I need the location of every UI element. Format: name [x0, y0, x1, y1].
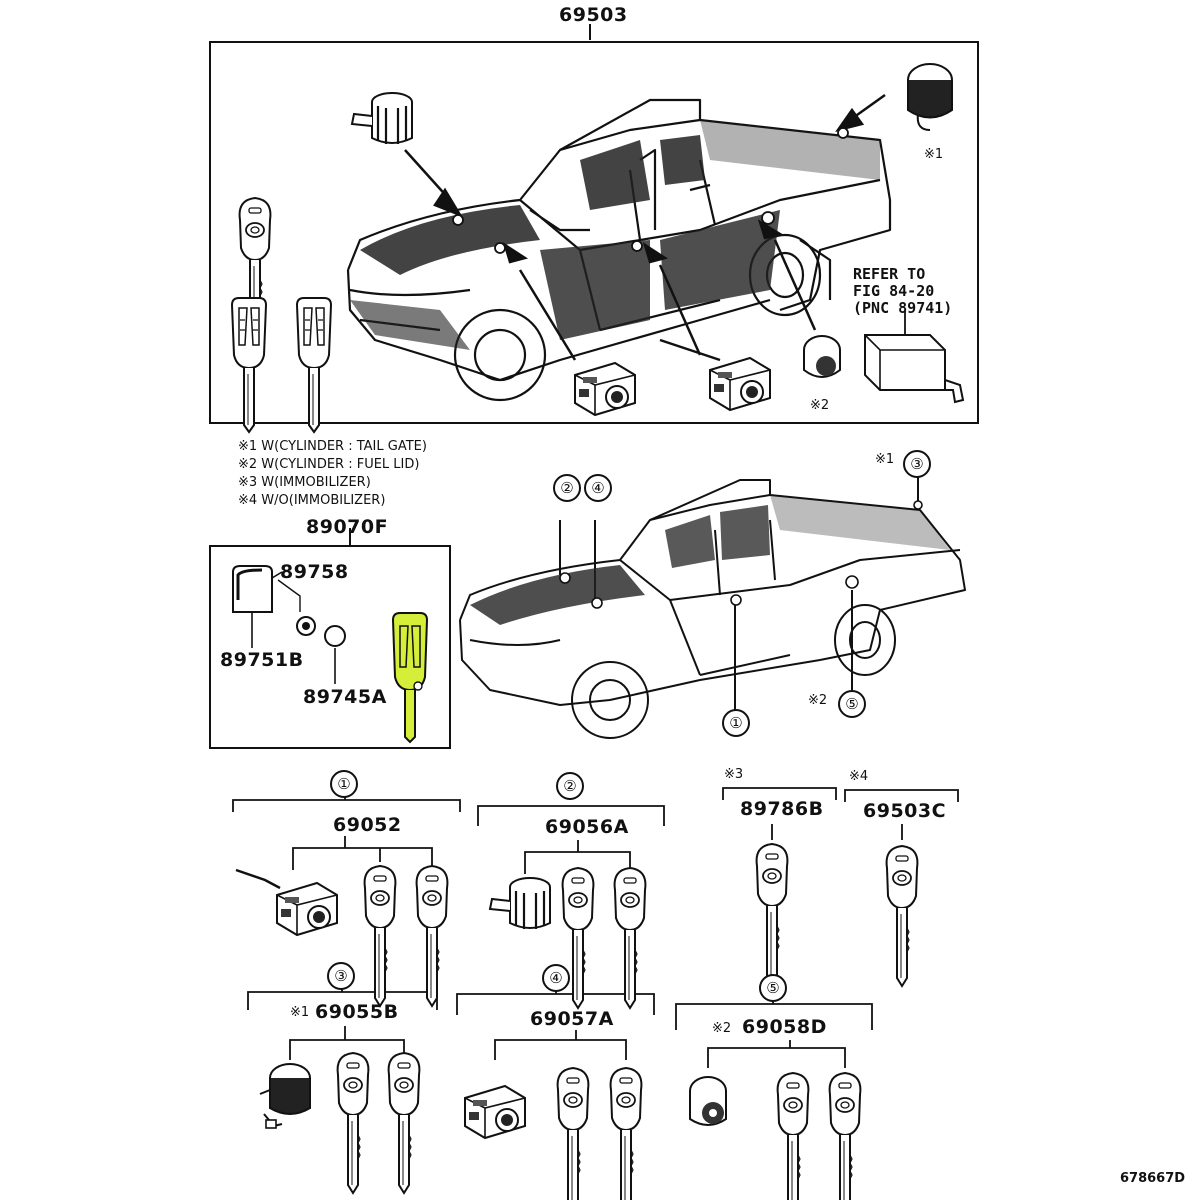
note-2: ※2 W(CYLINDER : FUEL LID) — [238, 457, 420, 472]
set-69058D-drawing — [689, 1040, 862, 1200]
truck-callout-4: ④ — [584, 474, 612, 502]
set-69052-drawing — [235, 836, 449, 1007]
middle-truck-points — [559, 500, 923, 609]
battery-part-number: 89745A — [303, 686, 387, 708]
cover-part-number: 89758 — [280, 561, 349, 583]
condition-notes: ※1 W(CYLINDER : TAIL GATE) ※2 W(CYLINDER… — [238, 438, 427, 510]
set7-number: ⑤ — [759, 974, 787, 1002]
set2-number: ② — [556, 772, 584, 800]
truck-mark-1: ※1 — [875, 452, 895, 467]
middle-truck-shading — [470, 495, 950, 625]
truck-callout-2: ② — [553, 474, 581, 502]
fuel-lid-mark: ※2 — [810, 398, 830, 413]
illustration-code: 678667D — [1120, 1171, 1186, 1186]
set2-part-number: 69056A — [545, 816, 629, 838]
set4-part-number: 69503C — [863, 800, 947, 822]
truck-callout-1: ① — [722, 709, 750, 737]
note-4: ※4 W/O(IMMOBILIZER) — [238, 493, 386, 508]
set-69057A-drawing — [464, 1030, 643, 1200]
top-part-number: 69503 — [559, 4, 628, 26]
set3-part-number: 89786B — [740, 798, 824, 820]
kit-part-number: 89070F — [306, 516, 389, 538]
refer-note: REFER TO FIG 84-20 (PNC 89741) — [853, 266, 952, 317]
set1-part-number: 69052 — [333, 814, 402, 836]
set1-number: ① — [330, 770, 358, 798]
set5-part-number: 69055B — [315, 1001, 399, 1023]
tail-gate-mark: ※1 — [924, 147, 944, 162]
set5-number: ③ — [327, 962, 355, 990]
set5-mark: ※1 — [290, 1005, 310, 1020]
truck-mark-2: ※2 — [808, 693, 828, 708]
kit-box-drawing — [209, 528, 451, 749]
set4-mark: ※4 — [849, 769, 869, 784]
middle-truck-drawing — [459, 475, 966, 739]
set3-mark: ※3 — [724, 767, 744, 782]
set-89786B-drawing — [755, 824, 789, 985]
case-part-number: 89751B — [220, 649, 304, 671]
note-3: ※3 W(IMMOBILIZER) — [238, 475, 371, 490]
refer-line-1: REFER TO — [853, 265, 926, 283]
set6-number: ④ — [542, 964, 570, 992]
set7-mark: ※2 — [712, 1021, 732, 1036]
truck-callout-5: ⑤ — [838, 690, 866, 718]
set7-part-number: 69058D — [742, 1016, 827, 1038]
truck-callout-3: ③ — [903, 450, 931, 478]
set6-part-number: 69057A — [530, 1008, 614, 1030]
set-69056A-drawing — [488, 840, 647, 1009]
refer-line-2: FIG 84-20 — [853, 282, 935, 300]
set-69055B-drawing — [259, 1026, 421, 1194]
set-69503C-drawing — [885, 824, 919, 987]
note-1: ※1 W(CYLINDER : TAIL GATE) — [238, 439, 427, 454]
top-assembly — [209, 24, 979, 433]
refer-line-3: (PNC 89741) — [853, 299, 953, 317]
